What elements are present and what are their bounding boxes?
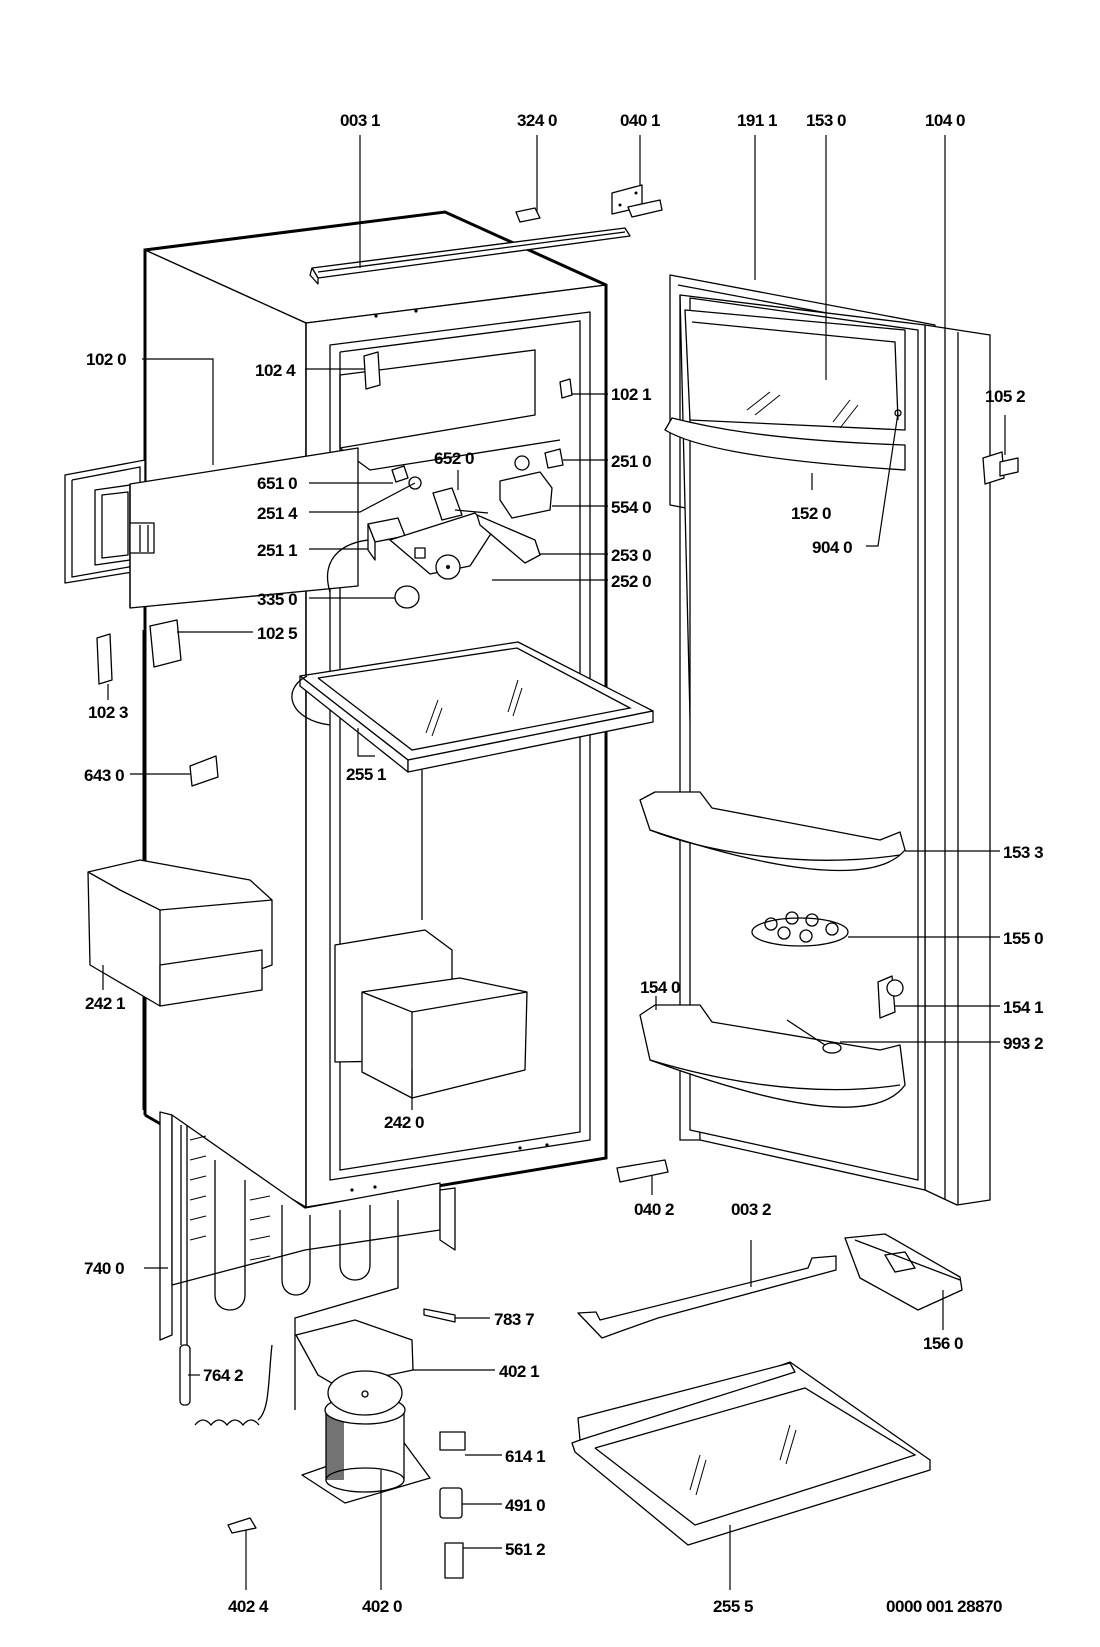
part-label[interactable]: 904 0: [812, 538, 853, 557]
part-label[interactable]: 251 0: [611, 452, 652, 471]
compressor-part: [301, 1370, 431, 1504]
part-label[interactable]: 102 3: [88, 703, 129, 722]
part-label[interactable]: 783 7: [494, 1310, 535, 1329]
evaporator-panel-part: [64, 447, 359, 609]
part-label[interactable]: 993 2: [1003, 1034, 1044, 1053]
sensor-7837-part: [423, 1308, 456, 1323]
hinge-1052-part: [982, 451, 1005, 485]
part-label[interactable]: 155 0: [1003, 929, 1044, 948]
part-label[interactable]: 153 3: [1003, 843, 1044, 862]
part-label[interactable]: 652 0: [434, 449, 475, 468]
condenser-part: [159, 1111, 456, 1410]
leader-lines: [102, 135, 1006, 1590]
part-label[interactable]: 152 0: [791, 504, 832, 523]
ice-tray-part: [844, 1233, 963, 1311]
part-label[interactable]: 154 1: [1003, 998, 1044, 1017]
part-label[interactable]: 402 4: [228, 1597, 270, 1616]
part-label[interactable]: 251 4: [257, 504, 299, 523]
part-label[interactable]: 554 0: [611, 498, 652, 517]
relay-6141-part: [439, 1431, 466, 1451]
protector-4910-part: [439, 1487, 463, 1519]
part-label[interactable]: 255 5: [713, 1597, 754, 1616]
part-label[interactable]: 740 0: [84, 1259, 125, 1278]
top-rail-part: [309, 227, 631, 285]
part-label[interactable]: 402 1: [499, 1362, 540, 1381]
thermostat-assembly: [326, 448, 564, 609]
part-label[interactable]: 102 1: [611, 385, 652, 404]
switch-6430-part: [189, 755, 219, 787]
part-label[interactable]: 191 1: [737, 111, 778, 130]
part-labels: 003 1 324 0 040 1 191 1 153 0 104 0 102 …: [84, 111, 1044, 1616]
part-label[interactable]: 102 5: [257, 624, 298, 643]
drawing-number: 0000 001 28870: [886, 1597, 1002, 1616]
part-label[interactable]: 255 1: [346, 765, 387, 784]
part-label[interactable]: 003 2: [731, 1200, 772, 1219]
door-assembly: [639, 274, 1019, 1206]
part-label[interactable]: 324 0: [517, 111, 558, 130]
part-label[interactable]: 402 0: [362, 1597, 403, 1616]
part-label[interactable]: 105 2: [985, 387, 1026, 406]
bracket-1023-part: [96, 633, 113, 685]
connector-5612-part: [444, 1542, 464, 1579]
part-label[interactable]: 156 0: [923, 1334, 964, 1353]
part-label[interactable]: 153 0: [806, 111, 847, 130]
glass-shelf-lower-part: [571, 1361, 931, 1546]
part-label[interactable]: 040 1: [620, 111, 661, 130]
part-label[interactable]: 252 0: [611, 572, 652, 591]
glass-shelf-upper-part: [291, 641, 654, 773]
bracket-1024-part: [363, 351, 381, 390]
drawer-2420-part: [361, 977, 528, 1099]
part-label[interactable]: 253 0: [611, 546, 652, 565]
part-label[interactable]: 764 2: [203, 1366, 244, 1385]
part-label[interactable]: 251 1: [257, 541, 298, 560]
part-label[interactable]: 102 0: [86, 350, 127, 369]
part-label[interactable]: 335 0: [257, 590, 298, 609]
bracket-1021-part: [559, 378, 573, 399]
part-label[interactable]: 102 4: [255, 361, 297, 380]
part-label[interactable]: 154 0: [640, 978, 681, 997]
part-label[interactable]: 242 0: [384, 1113, 425, 1132]
capillary-tube-part: [179, 1125, 273, 1427]
cover-1025-part: [149, 619, 182, 668]
part-label[interactable]: 643 0: [84, 766, 125, 785]
clip-part: [515, 207, 541, 223]
part-label[interactable]: 651 0: [257, 474, 298, 493]
part-label[interactable]: 614 1: [505, 1447, 546, 1466]
part-label[interactable]: 242 1: [85, 994, 126, 1013]
lower-hinge-part: [616, 1159, 669, 1183]
drawer-2421-part: [87, 859, 273, 1007]
clip-4024-part: [227, 1517, 257, 1534]
part-label[interactable]: 003 1: [340, 111, 381, 130]
upper-hinge-part: [611, 184, 663, 218]
part-label[interactable]: 491 0: [505, 1496, 546, 1515]
part-label[interactable]: 104 0: [925, 111, 966, 130]
bottom-rail-part: [577, 1255, 837, 1339]
part-label[interactable]: 040 2: [634, 1200, 675, 1219]
part-label[interactable]: 561 2: [505, 1540, 546, 1559]
